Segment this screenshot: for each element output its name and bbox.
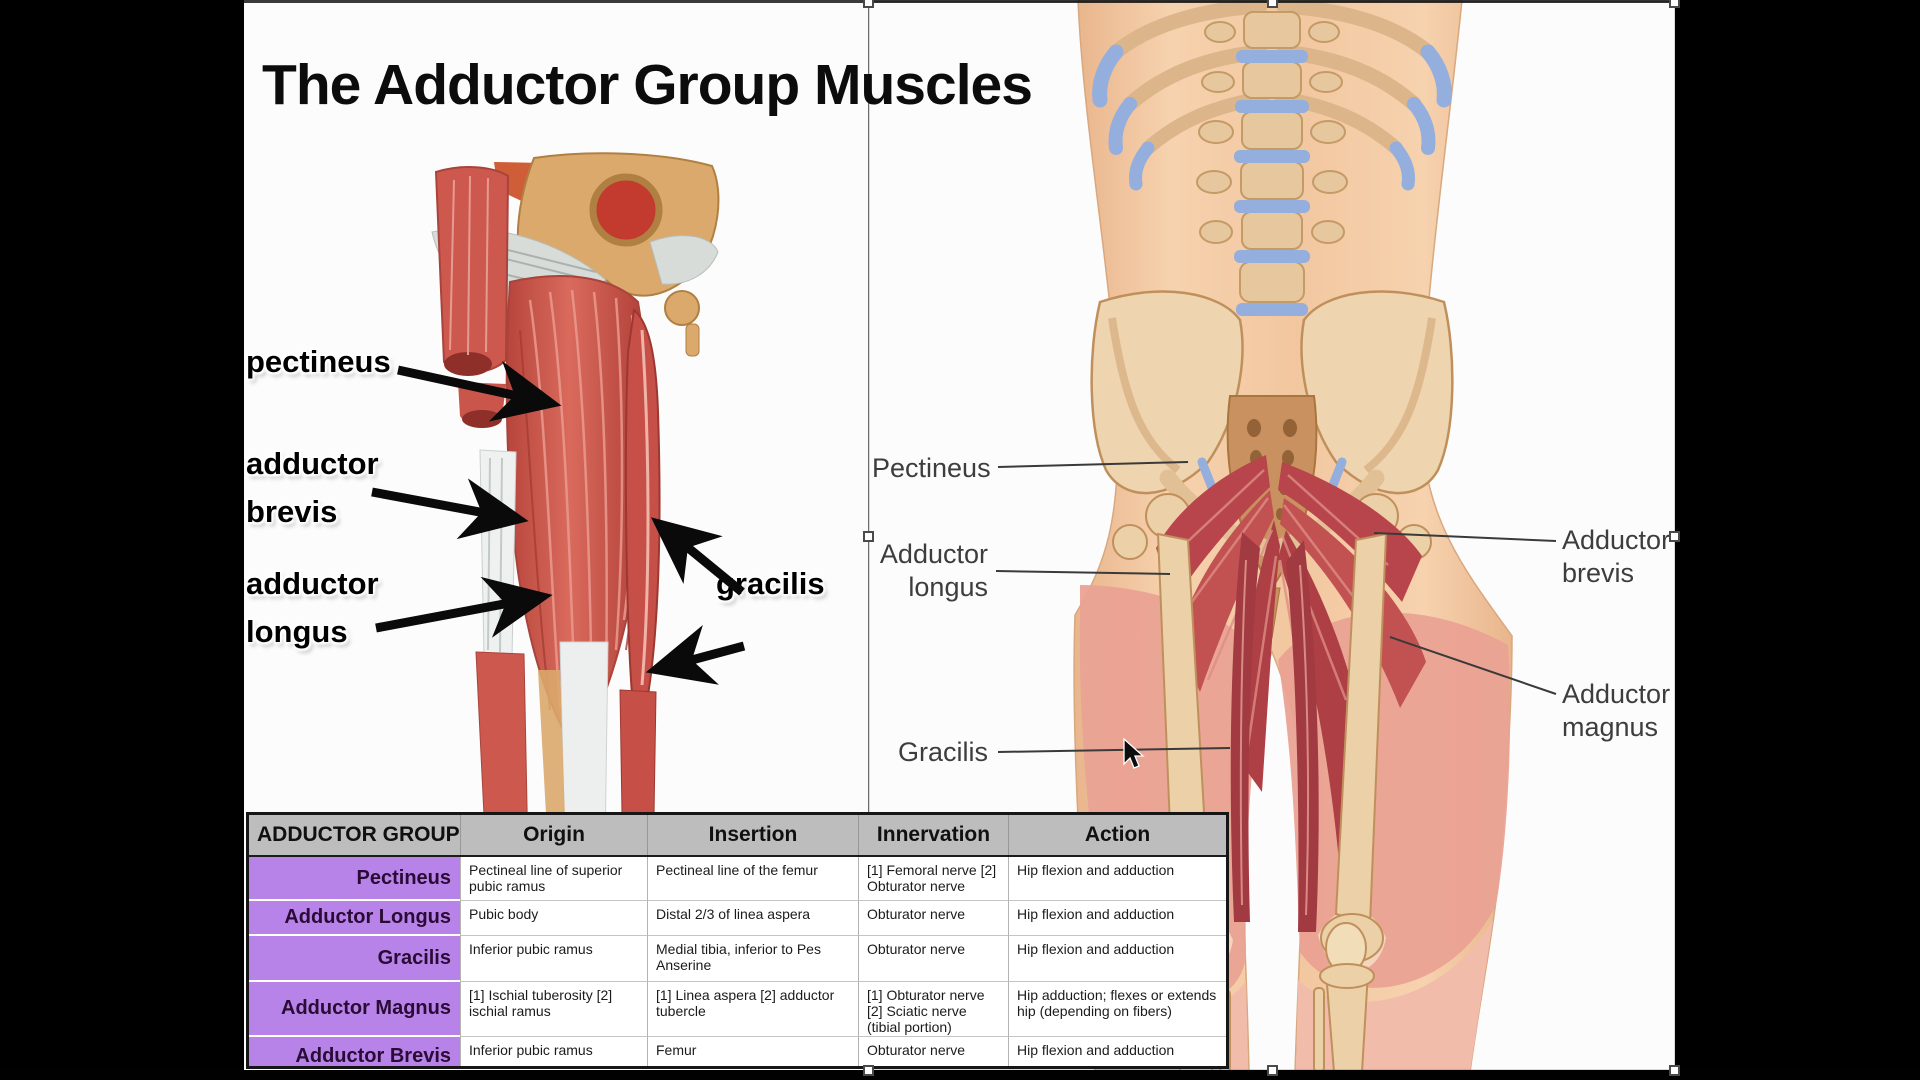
table-header-innervation: Innervation — [858, 815, 1008, 855]
gracilis-muscle-shape — [624, 308, 661, 696]
table-row: Adductor Brevis Inferior pubic ramus Fem… — [249, 1037, 1226, 1066]
label-adductor-brevis-left: adductor brevis — [246, 446, 379, 529]
right-anatomy-illustration[interactable] — [868, 0, 1676, 1072]
letterbox-right — [1675, 0, 1920, 1080]
table-row: Adductor Magnus [1] Ischial tuberosity [… — [249, 982, 1226, 1037]
label-pectineus-right: Pectineus — [872, 453, 991, 483]
selection-handle[interactable] — [863, 1065, 874, 1076]
selection-handle[interactable] — [1669, 0, 1680, 8]
table-row: Pectineus Pectineal line of superior pub… — [249, 857, 1226, 901]
letterbox-bottom — [0, 1070, 1920, 1080]
table-row: Gracilis Inferior pubic ramus Medial tib… — [249, 936, 1226, 982]
label-gracilis-right: Gracilis — [898, 737, 989, 767]
table-header-origin: Origin — [460, 815, 647, 855]
selection-handle[interactable] — [863, 531, 874, 542]
selection-handle[interactable] — [1669, 1065, 1680, 1076]
table-header-insertion: Insertion — [647, 815, 858, 855]
adductor-muscles-left — [1156, 455, 1280, 922]
page-title: The Adductor Group Muscles — [262, 53, 1033, 118]
selection-handle[interactable] — [1669, 531, 1680, 542]
fascia-right-shape — [649, 235, 719, 285]
table-row: Adductor Longus Pubic body Distal 2/3 of… — [249, 901, 1226, 936]
slide-top-edge — [244, 0, 1675, 3]
adductor-table: ADDUCTOR GROUP Origin Insertion Innervat… — [246, 812, 1229, 1069]
label-adductor-brevis-right: Adductor brevis — [1562, 525, 1671, 588]
table-header-row: ADDUCTOR GROUP Origin Insertion Innervat… — [249, 815, 1226, 857]
acetabulum-muscle-shape — [589, 173, 663, 247]
cut-muscle-shape — [434, 166, 510, 374]
label-adductor-magnus-right: Adductor magnus — [1562, 679, 1671, 742]
letterbox-left — [0, 0, 244, 1080]
selection-handle[interactable] — [1267, 1065, 1278, 1076]
label-adductor-longus-left: adductor longus — [246, 566, 379, 649]
spine — [1196, 11, 1348, 316]
table-header-group: ADDUCTOR GROUP — [257, 823, 460, 846]
table-header-action: Action — [1008, 815, 1226, 855]
mouse-cursor-icon — [1123, 738, 1145, 769]
label-pectineus-left: pectineus — [246, 344, 391, 379]
selection-handle[interactable] — [863, 0, 874, 8]
label-gracilis-left: gracilis — [716, 566, 825, 601]
iliotibial-band-shape — [479, 449, 517, 659]
label-adductor-longus-right: Adductor longus — [879, 539, 988, 602]
selection-handle[interactable] — [1267, 0, 1278, 8]
